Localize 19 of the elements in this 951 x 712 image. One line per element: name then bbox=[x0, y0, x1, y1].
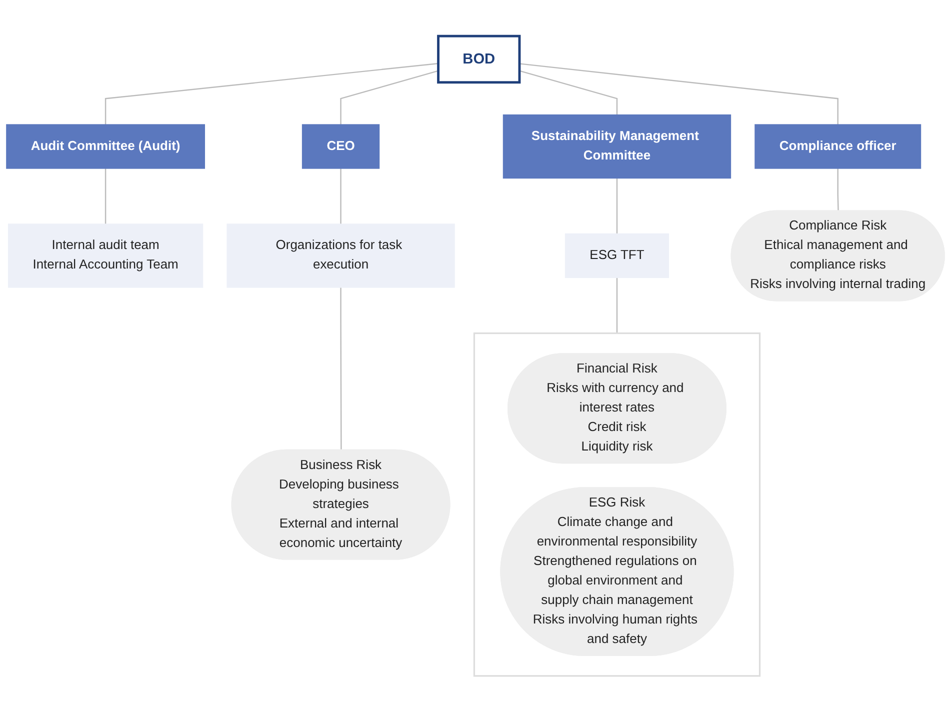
node-box: Organizations for task execution bbox=[226, 224, 455, 288]
connector bbox=[616, 278, 618, 334]
connector bbox=[519, 70, 618, 115]
node-box: CEO bbox=[302, 124, 380, 169]
connector bbox=[519, 63, 838, 125]
connector bbox=[340, 287, 342, 450]
connector bbox=[104, 62, 438, 125]
connector bbox=[340, 168, 342, 224]
connector bbox=[104, 168, 106, 224]
connector bbox=[837, 168, 839, 212]
connector bbox=[616, 178, 618, 234]
node-box: ESG TFT bbox=[564, 233, 670, 278]
node-box: Audit Committee (Audit) bbox=[6, 124, 205, 169]
node-box: Sustainability Management Committee bbox=[502, 114, 732, 179]
node-box: Internal audit team Internal Accounting Team bbox=[8, 224, 204, 288]
node-box: Compliance officer bbox=[754, 124, 922, 169]
cluster bbox=[473, 332, 761, 677]
connector bbox=[340, 70, 438, 125]
node-box: BOD bbox=[437, 34, 521, 84]
